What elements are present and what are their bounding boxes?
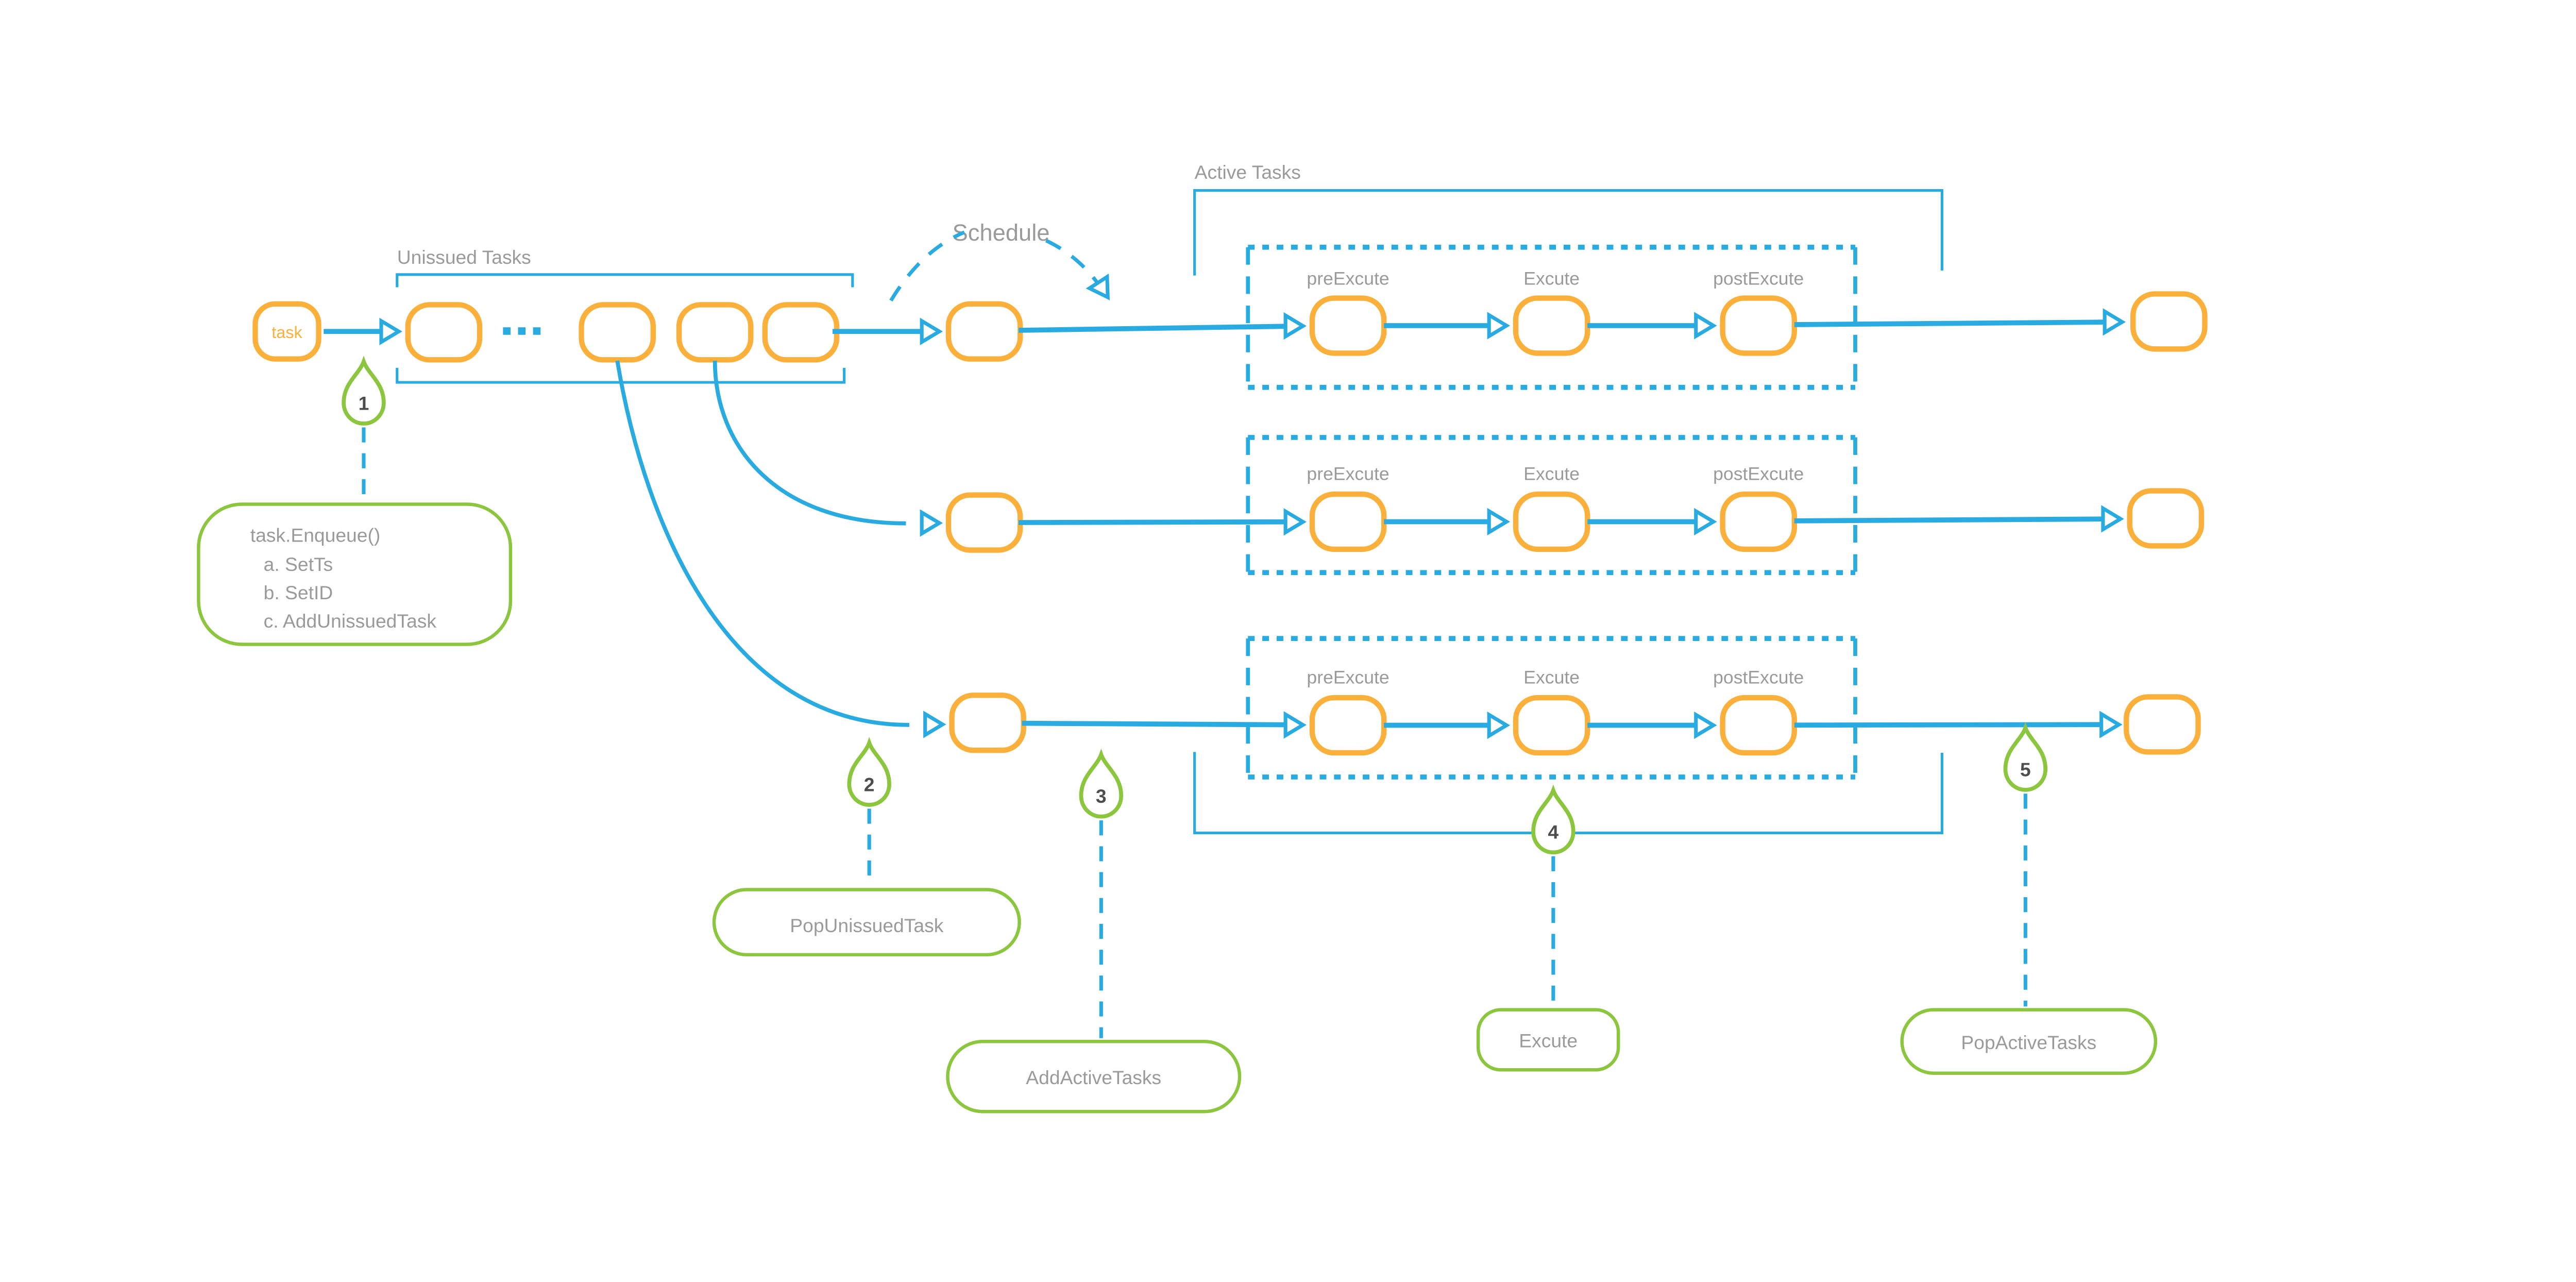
active-tasks-label: Active Tasks xyxy=(1195,161,1301,183)
lane1-excute-label: Excute xyxy=(1523,268,1580,289)
worker-lane-1: preExcute Excute postExcute xyxy=(948,244,2205,390)
lane2-exit-arrow xyxy=(1794,516,2103,524)
lane3-postexcute-label: postExcute xyxy=(1713,667,1804,688)
step-number-3: 3 xyxy=(1096,785,1107,807)
lane1-exit-arrow xyxy=(1794,319,2104,327)
callout-label-popunissuedtask: PopUnissuedTask xyxy=(790,915,943,936)
schedule-section: Schedule xyxy=(889,220,1116,303)
lane2-postexcute-label: postExcute xyxy=(1713,464,1804,484)
ellipsis-dots xyxy=(503,327,541,335)
lane1-done-node xyxy=(2133,294,2205,349)
queue-node-3 xyxy=(679,305,751,360)
lane2-preexcute-label: preExcute xyxy=(1307,464,1389,484)
step-number-1: 1 xyxy=(359,392,369,414)
lane2-done-node xyxy=(2130,491,2201,546)
schedule-label: Schedule xyxy=(952,220,1049,246)
callout-step-3: 3 AddActiveTasks xyxy=(946,754,1242,1114)
callout-box-popactivetasks xyxy=(1900,1008,2158,1075)
callout-label-addactivetasks: AddActiveTasks xyxy=(1026,1067,1161,1088)
lane3-excute-node xyxy=(1516,698,1587,753)
schedule-arc-left xyxy=(889,230,965,302)
lane2-excute-label: Excute xyxy=(1523,464,1580,484)
lane2-dispatch-curve xyxy=(713,360,906,526)
lane1-postexcute-node xyxy=(1723,298,1794,353)
lane3-schedule-node xyxy=(952,695,1023,750)
lane3-preexcute-label: preExcute xyxy=(1307,667,1389,688)
lane1-excute-node xyxy=(1516,298,1587,353)
task-entry-label: task xyxy=(272,323,302,342)
lane3-done-node xyxy=(2126,697,2198,752)
lane3-preexcute-node xyxy=(1312,698,1384,753)
callout-box-task-enqueue xyxy=(197,502,513,646)
active-bracket-top xyxy=(1193,189,1944,276)
worker-lane-3: preExcute Excute postExcute xyxy=(615,360,2198,780)
lane1-schedule-node xyxy=(948,304,1020,359)
callout-box-popunissuedtask xyxy=(712,888,1021,957)
step-number-4: 4 xyxy=(1548,821,1559,843)
unissued-tasks-section: Unissued Tasks task xyxy=(252,246,939,384)
lane1-preexcute-node xyxy=(1312,298,1384,353)
step-number-5: 5 xyxy=(2020,758,2031,780)
lane3-postexcute-node xyxy=(1723,698,1794,753)
lane2-schedule-node xyxy=(948,495,1020,550)
callout-step-2: 2 PopUnissuedTask xyxy=(712,743,1021,957)
callout-label-excute: Excute xyxy=(1519,1030,1578,1052)
lane1-entry-arrow xyxy=(1018,324,1285,333)
callout-line-setid: b. SetID xyxy=(264,582,333,603)
unissued-bracket-top xyxy=(396,273,854,288)
task-entry-node xyxy=(252,301,321,362)
callout-line-setts: a. SetTs xyxy=(264,553,333,575)
callout-box-addactivetasks xyxy=(946,1039,1242,1114)
queue-node-2 xyxy=(582,305,653,360)
lane3-dispatch-curve xyxy=(615,360,909,727)
lane3-exit-arrow xyxy=(1794,722,2101,728)
callout-line-addunissued: c. AddUnissuedTask xyxy=(264,610,437,632)
lane1-preexcute-label: preExcute xyxy=(1307,268,1389,289)
queue-node-1 xyxy=(408,305,480,360)
step-number-2: 2 xyxy=(864,773,875,795)
callout-label-popactivetasks: PopActiveTasks xyxy=(1961,1032,2096,1053)
callout-box-excute xyxy=(1476,1008,1620,1072)
lane1-postexcute-label: postExcute xyxy=(1713,268,1804,289)
lane2-postexcute-node xyxy=(1723,494,1794,549)
callout-step-1: 1 task.Enqueue() a. SetTs b. SetID c. Ad… xyxy=(197,362,513,646)
callout-step-5: 5 PopActiveTasks xyxy=(1900,728,2158,1075)
unissued-tasks-label: Unissued Tasks xyxy=(397,246,531,268)
callout-step-4: 4 Excute xyxy=(1476,790,1620,1072)
lane3-excute-label: Excute xyxy=(1523,667,1580,688)
worker-lane-2: preExcute Excute postExcute xyxy=(713,360,2201,576)
lane2-preexcute-node xyxy=(1312,494,1384,549)
queue-node-4 xyxy=(765,305,837,360)
lane2-excute-node xyxy=(1516,494,1587,549)
callout-line-enqueue: task.Enqueue() xyxy=(250,524,381,546)
lane3-entry-arrow xyxy=(1022,720,1285,728)
